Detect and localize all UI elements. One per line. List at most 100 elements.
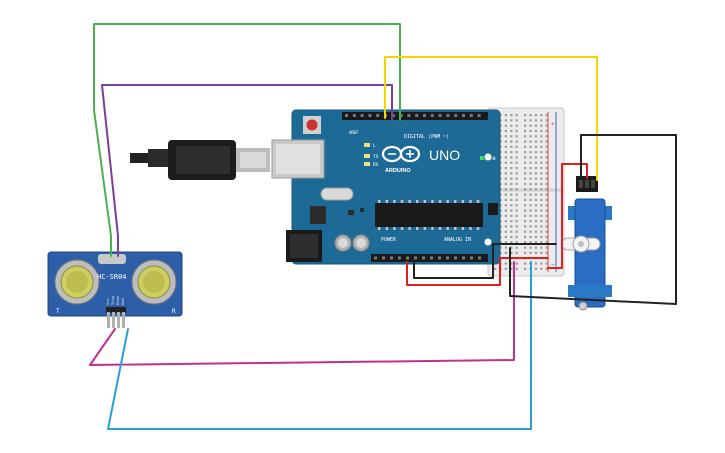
digital-pin-hole[interactable]	[430, 114, 434, 117]
breadboard-hole[interactable]	[529, 235, 532, 239]
breadboard-hole[interactable]	[529, 198, 532, 201]
power-pin-hole[interactable]	[406, 256, 409, 260]
breadboard-hole[interactable]	[504, 167, 507, 170]
breadboard-hole[interactable]	[504, 214, 507, 217]
digital-pin-hole[interactable]	[454, 114, 458, 117]
breadboard-hole[interactable]	[545, 151, 548, 154]
digital-pin-hole[interactable]	[352, 114, 356, 117]
digital-pin-hole[interactable]	[407, 114, 411, 117]
breadboard-hole[interactable]	[529, 156, 532, 159]
breadboard-hole[interactable]	[515, 135, 518, 138]
breadboard-hole[interactable]	[534, 135, 537, 138]
wire-black-servo[interactable]	[509, 134, 677, 305]
breadboard-hole[interactable]	[540, 182, 543, 186]
power-pin-hole[interactable]	[430, 256, 433, 260]
breadboard-hole[interactable]	[524, 145, 527, 148]
breadboard-hole[interactable]	[510, 182, 513, 186]
breadboard-hole[interactable]	[529, 145, 532, 148]
breadboard-hole[interactable]	[540, 235, 543, 239]
breadboard-hole[interactable]	[534, 145, 537, 148]
breadboard-hole[interactable]	[529, 220, 532, 223]
breadboard-hole[interactable]	[529, 172, 532, 175]
breadboard-hole[interactable]	[510, 198, 513, 201]
breadboard-hole[interactable]	[510, 225, 513, 228]
breadboard-hole[interactable]	[515, 241, 518, 244]
breadboard-hole[interactable]	[545, 220, 548, 223]
breadboard-hole[interactable]	[524, 156, 527, 159]
breadboard-hole[interactable]	[540, 135, 543, 138]
breadboard-hole[interactable]	[504, 204, 507, 207]
breadboard-hole[interactable]	[534, 177, 537, 180]
breadboard-hole[interactable]	[515, 114, 518, 117]
digital-pin-hole[interactable]	[462, 114, 465, 117]
wire-yellow[interactable]	[384, 56, 598, 181]
breadboard-hole[interactable]	[540, 267, 543, 270]
power-pin-hole[interactable]	[438, 256, 441, 260]
breadboard-hole[interactable]	[515, 220, 518, 223]
breadboard-hole[interactable]	[529, 140, 532, 143]
breadboard-hole[interactable]	[540, 204, 543, 207]
breadboard-hole[interactable]	[534, 225, 537, 228]
digital-pin-hole[interactable]	[415, 114, 419, 117]
breadboard-hole[interactable]	[504, 119, 507, 122]
breadboard-hole[interactable]	[515, 172, 518, 175]
breadboard-hole[interactable]	[510, 230, 513, 233]
breadboard-hole[interactable]	[510, 151, 513, 154]
breadboard-hole[interactable]	[515, 214, 518, 217]
breadboard-hole[interactable]	[529, 209, 532, 212]
breadboard-hole[interactable]	[504, 172, 507, 175]
breadboard-hole[interactable]	[515, 177, 518, 180]
breadboard-hole[interactable]	[545, 235, 548, 239]
breadboard-hole[interactable]	[504, 135, 507, 138]
breadboard-hole[interactable]	[515, 246, 518, 249]
breadboard-hole[interactable]	[510, 267, 513, 270]
breadboard-hole[interactable]	[524, 262, 527, 265]
breadboard-hole[interactable]	[534, 198, 537, 201]
breadboard-hole[interactable]	[504, 225, 507, 228]
breadboard-hole[interactable]	[515, 225, 518, 228]
digital-pin-hole[interactable]	[438, 114, 442, 117]
breadboard-hole[interactable]	[545, 161, 548, 164]
power-pin-hole[interactable]	[462, 256, 465, 260]
breadboard-hole[interactable]	[534, 151, 537, 154]
breadboard-hole[interactable]	[524, 220, 527, 223]
digital-pin-hole[interactable]	[391, 114, 395, 117]
breadboard-hole[interactable]	[510, 140, 513, 143]
breadboard-hole[interactable]	[534, 188, 537, 191]
breadboard-hole[interactable]	[510, 172, 513, 175]
breadboard-hole[interactable]	[529, 251, 532, 254]
breadboard-hole[interactable]	[524, 230, 527, 233]
breadboard-hole[interactable]	[534, 246, 537, 249]
breadboard-hole[interactable]	[504, 182, 507, 186]
power-pin-hole[interactable]	[454, 256, 457, 260]
breadboard-hole[interactable]	[504, 209, 507, 212]
breadboard-hole[interactable]	[510, 156, 513, 159]
breadboard-hole[interactable]	[529, 188, 532, 191]
breadboard-hole[interactable]	[515, 182, 518, 186]
breadboard-hole[interactable]	[545, 140, 548, 143]
breadboard-hole[interactable]	[515, 140, 518, 143]
breadboard-hole[interactable]	[540, 188, 543, 191]
breadboard-hole[interactable]	[524, 246, 527, 249]
breadboard-hole[interactable]	[545, 267, 548, 270]
digital-pin-hole[interactable]	[376, 114, 380, 117]
breadboard-hole[interactable]	[524, 114, 527, 117]
breadboard-hole[interactable]	[510, 246, 513, 249]
breadboard-hole[interactable]	[534, 193, 537, 196]
breadboard-hole[interactable]	[534, 241, 537, 244]
breadboard-hole[interactable]	[504, 114, 507, 117]
breadboard-hole[interactable]	[524, 241, 527, 244]
breadboard-hole[interactable]	[545, 177, 548, 180]
breadboard-hole[interactable]	[515, 262, 518, 265]
wire-red-servo[interactable]	[547, 163, 588, 269]
breadboard-hole[interactable]	[529, 161, 532, 164]
breadboard-hole[interactable]	[540, 119, 543, 122]
breadboard-hole[interactable]	[545, 209, 548, 212]
power-pin-hole[interactable]	[446, 256, 449, 260]
breadboard-hole[interactable]	[510, 188, 513, 191]
breadboard-hole[interactable]	[524, 167, 527, 170]
breadboard-hole[interactable]	[515, 230, 518, 233]
breadboard-hole[interactable]	[510, 177, 513, 180]
breadboard-hole[interactable]	[515, 188, 518, 191]
breadboard-hole[interactable]	[524, 267, 527, 270]
